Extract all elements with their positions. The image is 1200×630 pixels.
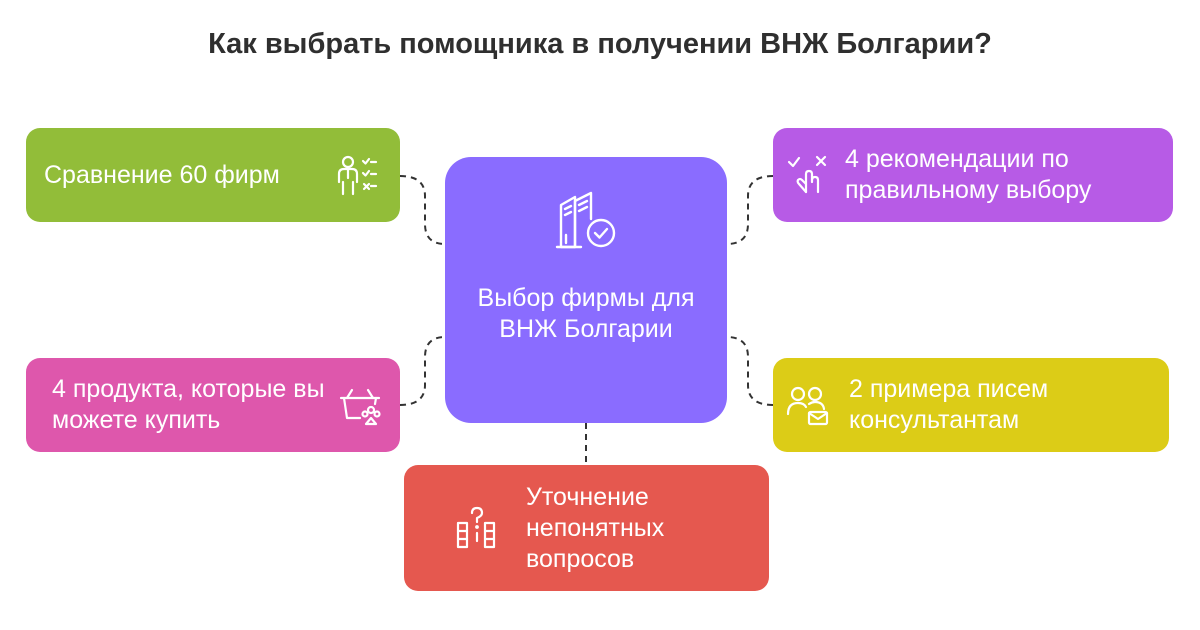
connector-top-left: [399, 175, 446, 245]
node-label: 4 рекомендации по правильному выбору: [845, 145, 1092, 204]
node-compare-firms: Сравнение 60 фирм: [26, 128, 400, 222]
building-check-icon: [551, 185, 621, 255]
shopping-basket-icon: [338, 382, 384, 428]
page-title: Как выбрать помощника в получении ВНЖ Бо…: [208, 28, 992, 60]
center-node: Выбор фирмы для ВНЖ Болгарии: [445, 157, 727, 423]
connector-top-right: [726, 175, 774, 245]
person-checklist-icon: [334, 152, 380, 198]
connector-bottom-left: [399, 336, 446, 406]
center-label: Выбор фирмы для ВНЖ Болгарии: [477, 284, 695, 343]
question-blocks-icon: [454, 505, 500, 551]
node-label: Уточнение непонятных вопросов: [526, 482, 665, 573]
node-clarification: Уточнение непонятных вопросов: [404, 465, 769, 591]
node-recommendations: 4 рекомендации по правильному выбору: [773, 128, 1173, 222]
node-label: 4 продукта, которые вы можете купить: [52, 375, 325, 434]
node-label: Сравнение 60 фирм: [44, 160, 280, 189]
node-products: 4 продукта, которые вы можете купить: [26, 358, 400, 452]
people-mail-icon: [785, 382, 831, 428]
node-label: 2 примера писем консультантам: [849, 375, 1049, 434]
connector-bottom-right: [726, 336, 774, 406]
node-letter-examples: 2 примера писем консультантам: [773, 358, 1169, 452]
hand-choice-icon: [785, 152, 831, 198]
